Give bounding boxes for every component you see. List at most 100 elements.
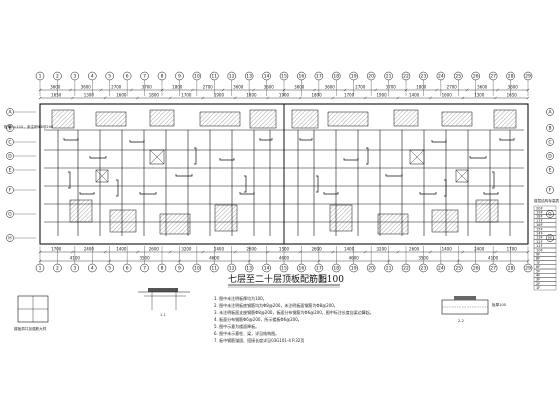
top-dim-outer-value: 3700 (386, 85, 397, 90)
rebar-symbol (483, 192, 499, 195)
rebar-symbol (385, 174, 403, 177)
legend-heading: 楼层结构标高表 (534, 198, 560, 203)
note-line: 4. 板面分布钢筋Φ6@200，所示楼板Φ6@200。 (214, 316, 302, 322)
top-dim-outer-tick (69, 88, 72, 92)
opening-box (409, 149, 425, 165)
hatched-slab-zone (199, 111, 241, 127)
axis-bubble-left (6, 234, 14, 242)
top-dim-outer-value: 3600 (508, 85, 519, 90)
top-dim-inner-value: 1800 (311, 93, 322, 98)
axis-bubble-bottom (140, 263, 149, 273)
axis-label-right: C (548, 140, 551, 146)
top-dim-inner-tick (363, 96, 367, 100)
rebar-symbol-vertical (68, 171, 71, 189)
top-dim-outer-value: 3600 (50, 85, 61, 90)
legend-row-label: 3F (536, 278, 540, 282)
axis-bubble-top (88, 71, 97, 81)
axis-label-right: H (548, 236, 551, 242)
rebar-symbol (323, 192, 339, 195)
top-dim-inner-value: 1650 (507, 93, 518, 98)
hatched-slab-zone (475, 199, 499, 223)
hatched-slab-zone (149, 109, 175, 127)
axis-bubble-bottom (506, 263, 515, 273)
axis-label-left: H (8, 236, 11, 242)
note-line: 6. 图中未示意柱、梁，详见结构图。 (214, 330, 279, 336)
bottom-dim-outer-value: 4600 (209, 256, 220, 261)
right-legend-table: 楼层结构标高表20F19F18F17F16F15F14F13F12F11F10F… (533, 198, 560, 291)
axis-label-top: 29 (525, 74, 531, 80)
bottom-dim-inner-tick (233, 250, 237, 254)
top-dim-outer-tick (343, 88, 347, 92)
legend-row-label: 1F (536, 286, 540, 290)
left-slab-note: 板厚h=110，未注明Φ8@200 (4, 124, 54, 129)
axis-label-top: 25 (455, 74, 461, 80)
axis-bubble-right (546, 152, 554, 160)
axis-bubble-bottom (210, 263, 219, 273)
bottom-dim-inner-tick (461, 250, 465, 254)
top-dim-outer-tick (38, 88, 42, 92)
axis-label-bottom: 3 (73, 266, 76, 272)
top-dim-inner-value: 1700 (181, 93, 192, 98)
top-dim-inner-value: 1600 (116, 93, 127, 98)
bottom-dim-inner-value: 1400 (442, 247, 453, 252)
top-dim-outer-tick (313, 88, 316, 92)
top-dim-inner-value: 1300 (84, 93, 95, 98)
axis-label-left: B (8, 126, 11, 132)
hatched-slab-zone (431, 209, 459, 233)
axis-bubble-top (244, 71, 254, 81)
rebar-symbol (139, 192, 157, 195)
axis-label-top: 3 (73, 74, 76, 80)
bottom-dim-outer-value: 4600 (279, 256, 290, 261)
axis-bubble-bottom (332, 263, 341, 273)
axis-label-left: E (9, 168, 12, 174)
rebar-symbol-vertical (444, 179, 447, 197)
axis-label-top: 19 (351, 74, 357, 80)
svg-text:1-1: 1-1 (160, 313, 166, 317)
axis-label-top: 24 (438, 74, 444, 80)
axis-label-top: 8 (161, 74, 164, 80)
top-dim-inner-value: 1700 (344, 93, 355, 98)
axis-bubble-bottom (88, 263, 97, 273)
rebar-symbol (79, 192, 95, 195)
axis-label-top: 14 (264, 74, 270, 80)
axis-label-bottom: 13 (246, 266, 252, 272)
top-dim-outer-tick (374, 88, 377, 92)
rebar-symbol-vertical (194, 147, 197, 165)
top-dim-outer-value: 3600 (264, 85, 275, 90)
axis-bubble-top (454, 71, 463, 81)
axis-bubble-left (6, 124, 14, 132)
top-dim-inner-value: 1800 (149, 93, 160, 98)
axis-bubble-top (384, 71, 393, 81)
rebar-symbol (219, 158, 235, 161)
bottom-dim-outer-value: 3500 (139, 256, 150, 261)
top-dim-outer-tick (221, 88, 225, 92)
axis-label-bottom: 19 (351, 266, 357, 272)
rebar-symbol (239, 192, 255, 195)
top-dim-inner-tick (494, 96, 497, 100)
top-dim-inner-value: 1300 (474, 93, 485, 98)
axis-label-bottom: 9 (178, 266, 181, 272)
top-dim-outer-value: 3600 (81, 85, 92, 90)
axis-label-left: D (8, 154, 12, 160)
top-dim-outer-tick (526, 88, 530, 92)
opening-cross (409, 149, 425, 165)
axis-bubble-right (546, 186, 554, 194)
top-dim-inner-value: 1400 (409, 93, 420, 98)
note-line: 1. 图中未注明板厚均为100。 (214, 295, 267, 301)
axis-label-bottom: 5 (108, 266, 111, 272)
axis-label-bottom: 15 (281, 266, 287, 272)
svg-text:板厚100: 板厚100 (492, 302, 507, 307)
top-dim-outer-value: 1800 (416, 85, 427, 90)
axis-label-top: 23 (421, 74, 427, 80)
axis-bubble-right (546, 124, 554, 132)
axis-label-bottom: 22 (403, 266, 409, 272)
axis-bubble-bottom (192, 263, 202, 273)
bottom-dim-inner-value: 2400 (474, 247, 485, 252)
legend-row-label: 4F (536, 274, 540, 278)
rebar-symbol (89, 156, 107, 159)
opening-box (95, 169, 109, 183)
note-line: 5. 图中示意为楼面降板。 (214, 323, 259, 329)
axis-bubble-top (332, 71, 341, 81)
